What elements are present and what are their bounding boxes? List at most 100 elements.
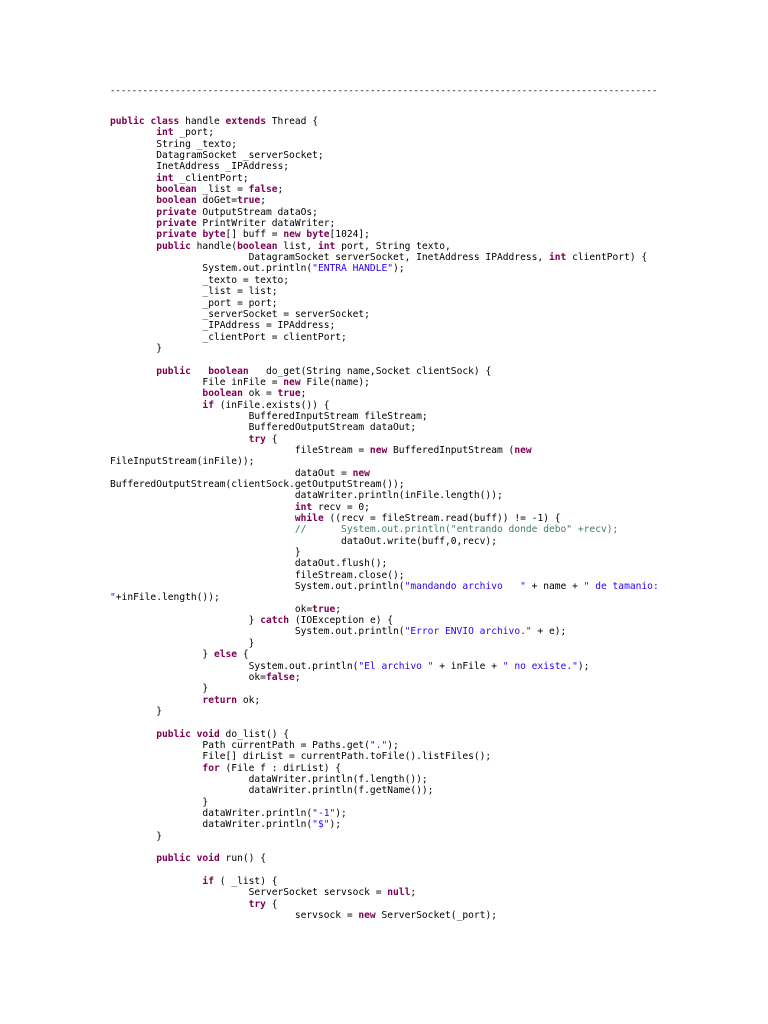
code-text: String _texto; [110, 138, 238, 150]
code-text: ServerSocket servsock = [110, 887, 388, 899]
code-text: File(name); [300, 376, 370, 388]
code-keyword: try [248, 433, 266, 445]
code-text: + e); [531, 626, 567, 638]
code-text: + name + [525, 581, 584, 593]
code-text: servsock = [110, 910, 359, 922]
code-keyword: extends [225, 116, 266, 127]
code-string: " [110, 592, 116, 604]
code-text: InetAddress _IPAddress; [110, 161, 290, 173]
code-text: ; [410, 887, 417, 899]
code-line: String _texto; [110, 139, 750, 150]
code-line: } [110, 706, 750, 717]
code-line: private byte[] buff = new byte[1024]; [110, 229, 750, 240]
code-text: System.out.println( [110, 626, 405, 638]
code-text [110, 127, 156, 138]
code-line: BufferedInputStream fileStream; [110, 411, 750, 422]
code-string: "Error ENVIO archivo." [404, 626, 532, 638]
code-line: return ok; [110, 695, 750, 706]
code-text: (inFile.exists()) { [213, 399, 330, 411]
code-text: [] buff = [225, 229, 284, 241]
code-text: dataOut.write(buff,0,recv); [110, 535, 497, 547]
code-text: } [110, 342, 162, 354]
code-line: System.out.println("Error ENVIO archivo.… [110, 626, 750, 637]
code-text: dataWriter.println(f.getName()); [110, 785, 434, 797]
code-keyword: true [237, 195, 261, 207]
code-text: dataWriter.println(f.length()); [110, 773, 428, 785]
code-line: dataOut = new [110, 468, 750, 479]
code-keyword: int [156, 127, 174, 139]
code-keyword: byte [202, 229, 226, 241]
code-line: _IPAddress = IPAddress; [110, 320, 750, 331]
code-text [110, 366, 156, 377]
code-text [110, 524, 295, 535]
code-line: } [110, 638, 750, 649]
code-text: ; [277, 184, 284, 196]
code-text [191, 366, 208, 377]
code-text: ok; [237, 694, 261, 706]
code-text: _texto = texto; [110, 274, 290, 286]
code-text: dataWriter.println( [110, 819, 313, 831]
code-text: _list = [196, 184, 249, 196]
code-text [110, 876, 202, 887]
code-line: dataOut.flush(); [110, 558, 750, 569]
code-text: System.out.println( [110, 263, 313, 275]
code-line: dataWriter.println("-1"); [110, 808, 750, 819]
code-text: FileInputStream(inFile)); [110, 456, 255, 468]
code-line: DatagramSocket serverSocket, InetAddress… [110, 252, 750, 263]
code-keyword: new [514, 444, 532, 456]
code-line: _list = list; [110, 286, 750, 297]
code-text: OutputStream dataOs; [196, 206, 318, 218]
code-text: System.out.println( [110, 660, 359, 672]
code-text: } [110, 830, 162, 842]
code-keyword: return [202, 694, 238, 706]
code-line: boolean ok = true; [110, 388, 750, 399]
code-keyword: boolean [208, 365, 249, 377]
code-line: } [110, 831, 750, 842]
code-line: } [110, 683, 750, 694]
code-line [110, 842, 750, 853]
code-line: } else { [110, 649, 750, 660]
code-text: ; [260, 195, 266, 207]
code-line: // System.out.println("entrando donde de… [110, 524, 750, 535]
code-text: _port = port; [110, 297, 278, 309]
code-keyword: boolean [202, 388, 243, 400]
code-string: "ENTRA HANDLE" [312, 263, 394, 275]
code-keyword: private [156, 206, 197, 218]
code-line: private OutputStream dataOs; [110, 207, 750, 218]
code-text [110, 763, 202, 774]
code-text [110, 502, 295, 513]
code-line: if ( _list) { [110, 876, 750, 887]
code-line: try { [110, 899, 750, 910]
code-text [110, 229, 156, 240]
code-text [110, 388, 202, 399]
code-line: if (inFile.exists()) { [110, 400, 750, 411]
code-line [110, 354, 750, 365]
code-line: _serverSocket = serverSocket; [110, 309, 750, 320]
code-line: int _port; [110, 127, 750, 138]
code-text [110, 899, 249, 910]
code-line: dataWriter.println(f.getName()); [110, 785, 750, 796]
code-line: boolean _list = false; [110, 184, 750, 195]
code-keyword: int [294, 501, 313, 513]
code-line: private PrintWriter dataWriter; [110, 218, 750, 229]
code-text: ok= [110, 671, 266, 683]
code-text [110, 853, 156, 864]
code-text [110, 434, 249, 445]
code-text: } [110, 615, 261, 627]
code-text: +inFile.length()); [115, 592, 220, 604]
code-text: clientPort) { [566, 252, 648, 264]
code-keyword: int [156, 172, 174, 184]
code-text: File[] dirList = currentPath.toFile().li… [110, 751, 492, 763]
code-text: _port; [173, 127, 214, 139]
code-line: int recv = 0; [110, 502, 750, 513]
code-keyword: public [156, 728, 191, 740]
code-text: BufferedOutputStream dataOut; [110, 422, 417, 434]
code-text [110, 695, 202, 706]
code-keyword: new [283, 229, 301, 241]
code-text: { [265, 898, 278, 910]
code-keyword: int [548, 252, 567, 264]
code-line: InetAddress _IPAddress; [110, 161, 750, 172]
code-keyword: false [248, 184, 278, 196]
code-text [110, 218, 156, 229]
code-line: public boolean do_get(String name,Socket… [110, 366, 750, 377]
